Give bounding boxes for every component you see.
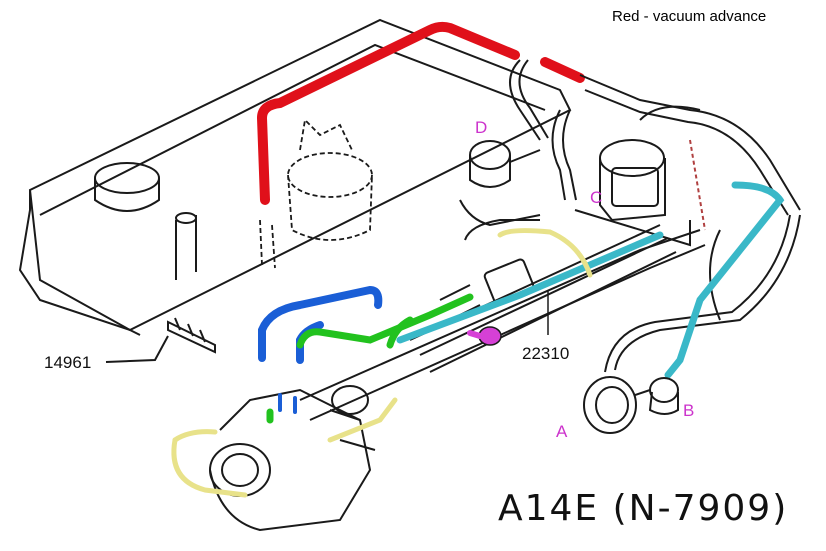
oil-filler-cap (94, 162, 160, 212)
valve-cover (18, 18, 572, 336)
part-number-14961: 14961 (44, 353, 91, 372)
part-14961-clip (105, 317, 216, 363)
yellow-hoses (171, 228, 593, 498)
green-hoses (266, 293, 474, 424)
manifold-pipes (299, 224, 706, 421)
blue-hoses (258, 285, 383, 414)
part-number-22310: 22310 (522, 344, 569, 363)
component-c (574, 139, 691, 247)
magenta-component (467, 326, 502, 346)
component-a (583, 376, 651, 434)
breather-tube (175, 212, 197, 280)
cyan-hoses (396, 181, 785, 379)
throttle-body (209, 385, 376, 532)
dashed-connector (689, 139, 706, 231)
label-a: A (556, 422, 568, 441)
label-c: C (590, 188, 602, 207)
component-b (648, 377, 679, 415)
model-label: A14E (N-7909) (498, 488, 789, 529)
component-d (469, 140, 541, 188)
label-d: D (475, 118, 487, 137)
legend-text: Red - vacuum advance (612, 8, 767, 25)
black-hoses (459, 59, 801, 373)
vacuum-advance-hose (256, 21, 585, 205)
distributor (259, 118, 373, 269)
label-b: B (683, 401, 694, 420)
